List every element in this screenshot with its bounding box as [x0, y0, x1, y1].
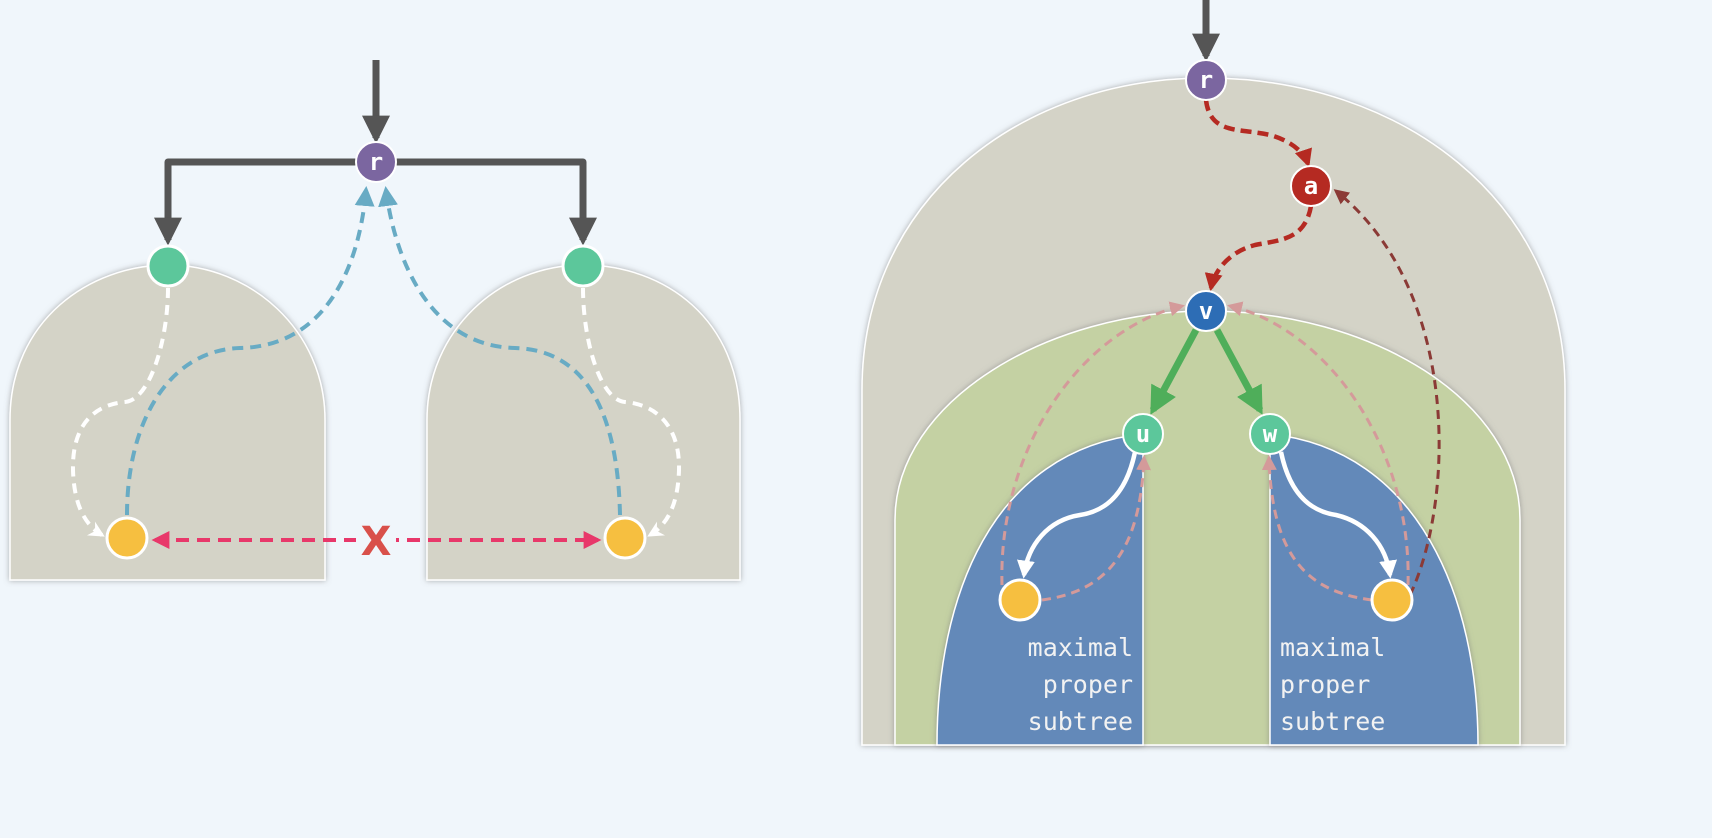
- node-leaf-left: [998, 578, 1042, 622]
- subtree-u-label: maximal proper subtree: [1028, 633, 1133, 736]
- node-r: r: [1185, 59, 1227, 101]
- node-leaf-right: [1370, 578, 1414, 622]
- node-a-label: a: [1304, 172, 1318, 200]
- node-u-label: u: [1136, 420, 1150, 448]
- edge-a-to-v: [1204, 205, 1314, 292]
- node-u: u: [1122, 413, 1164, 455]
- edge-r-to-right-child: [376, 158, 597, 246]
- node-left-child: [146, 244, 190, 288]
- back-edge-to-a: [1333, 189, 1441, 596]
- node-left-leaf: [105, 516, 149, 560]
- left-diagram: X r: [9, 60, 741, 581]
- right-diagram: maximal proper subtree maximal proper su…: [861, 0, 1566, 746]
- back-edge-leaf-to-v-left: [1000, 301, 1185, 586]
- node-root: r: [355, 141, 397, 183]
- edge-r-to-left-child: [154, 158, 376, 246]
- label-line: subtree: [1280, 707, 1385, 736]
- node-right-leaf: [603, 516, 647, 560]
- node-a: a: [1290, 165, 1332, 207]
- white-dashed-path-right: [581, 287, 682, 537]
- back-edge-leaf-to-w: [1261, 455, 1373, 602]
- node-r-label: r: [1199, 66, 1213, 94]
- node-w-label: w: [1263, 420, 1278, 448]
- blue-dashed-path-left: [125, 186, 375, 516]
- blue-dashed-path-right: [378, 186, 622, 516]
- edge-v-to-w: [1213, 328, 1264, 415]
- subtree-w-label: maximal proper subtree: [1280, 633, 1385, 736]
- node-root-label: r: [369, 148, 383, 176]
- back-edge-leaf-to-v-right: [1227, 301, 1410, 586]
- label-line: proper: [1043, 670, 1133, 699]
- label-line: maximal: [1280, 633, 1385, 662]
- edge-v-to-u: [1149, 328, 1200, 415]
- label-line: maximal: [1028, 633, 1133, 662]
- node-right-child: [561, 244, 605, 288]
- label-line: subtree: [1028, 707, 1133, 736]
- node-v: v: [1185, 290, 1227, 332]
- back-edge-leaf-to-u: [1041, 455, 1152, 602]
- node-w: w: [1249, 413, 1291, 455]
- label-line: proper: [1280, 670, 1370, 699]
- path-u-to-leaf: [1016, 451, 1138, 579]
- edge-r-to-a: [1203, 99, 1312, 168]
- white-dashed-path-left: [70, 287, 170, 537]
- blocked-x-mark: X: [361, 519, 392, 565]
- node-v-label: v: [1199, 297, 1213, 325]
- path-w-to-leaf: [1278, 451, 1398, 579]
